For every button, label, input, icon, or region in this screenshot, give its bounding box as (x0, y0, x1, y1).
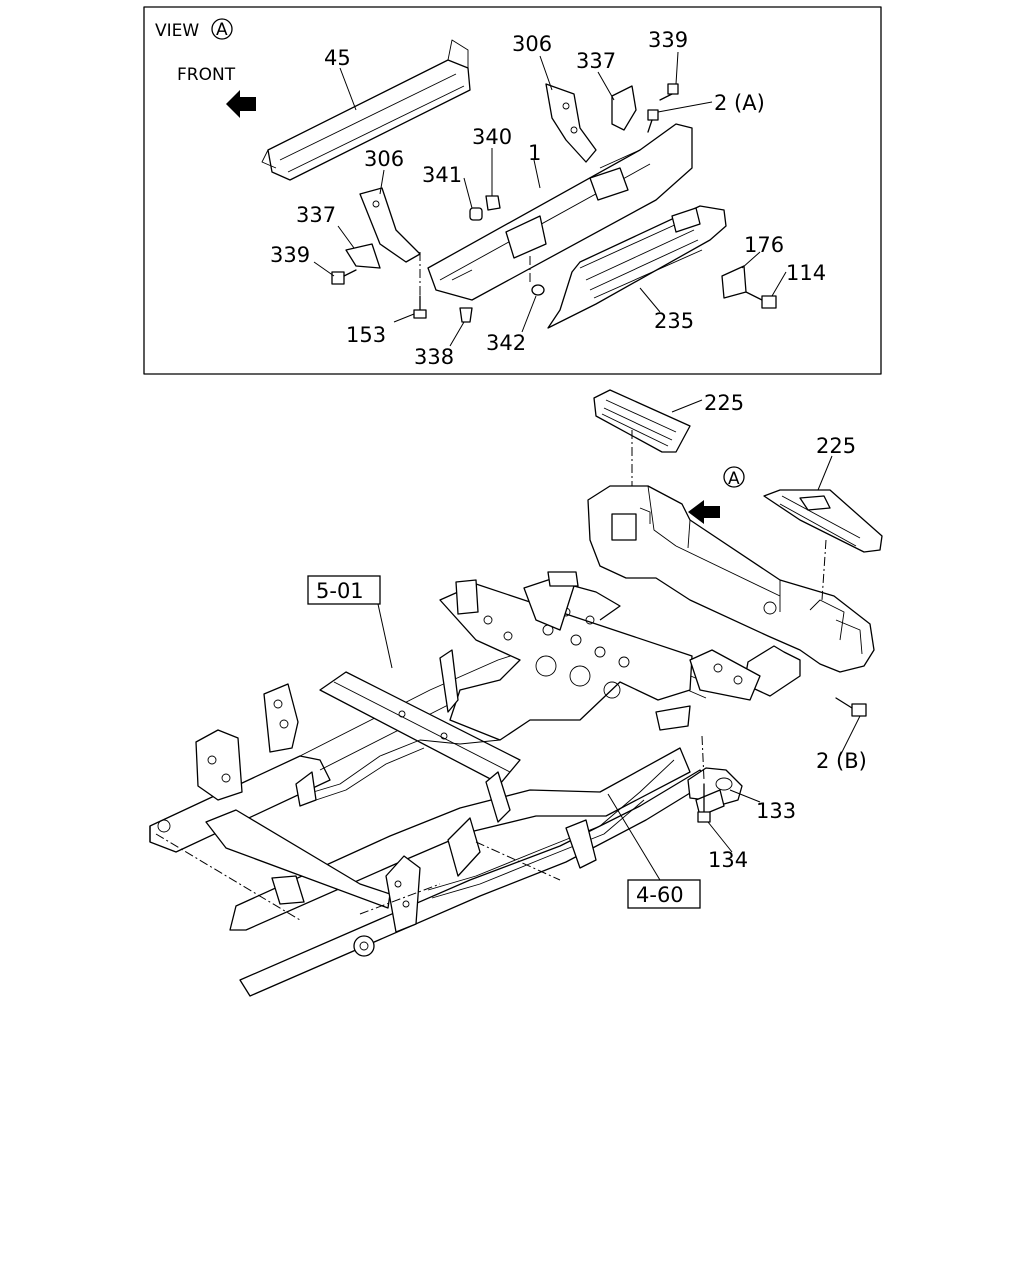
callout-338: 338 (414, 345, 454, 369)
callout-134: 134 (708, 848, 748, 872)
callout-340: 340 (472, 125, 512, 149)
part-153-bolt (413, 295, 427, 319)
ref-box-5-01 (307, 575, 381, 605)
part-339-bolt-upper (659, 83, 679, 101)
part-342-plug (531, 284, 545, 296)
callout-341: 341 (422, 163, 462, 187)
part-337-clip-upper (611, 85, 637, 131)
main-leader-lines (155, 399, 861, 921)
view-a-arrow-icon (688, 500, 720, 524)
callout-339-upper: 339 (648, 28, 688, 52)
part-114-bolt (745, 291, 777, 309)
view-title-marker: A (216, 20, 228, 40)
part-340-clip (485, 195, 501, 211)
callout-45: 45 (324, 46, 351, 70)
ref-box-4-60 (627, 879, 701, 909)
front-label: FRONT (177, 65, 236, 85)
callout-2a: 2 (A) (714, 91, 765, 115)
leaf-spring-left (295, 739, 501, 807)
part-338-fastener (459, 307, 473, 323)
view-a-arrow: A (688, 466, 745, 524)
callout-337-lower: 337 (296, 203, 336, 227)
frame-rear-cross (655, 649, 761, 731)
callout-133: 133 (756, 799, 796, 823)
part-235-step-pad (547, 205, 727, 329)
callout-235: 235 (654, 309, 694, 333)
part-rear-bumper-assembly (587, 485, 875, 673)
ref-label-4-60: 4-60 (636, 883, 684, 907)
frame-cross-member (319, 571, 693, 785)
part-176-nut-plate (721, 265, 747, 299)
part-1-rear-bumper (427, 123, 693, 301)
front-arrow-icon (226, 90, 256, 118)
part-45-step-rail (261, 39, 471, 181)
part-339-bolt-lower (331, 269, 357, 285)
callout-1: 1 (528, 141, 541, 165)
part-2b-bolt (835, 697, 867, 717)
view-title: VIEW (155, 21, 199, 41)
shock-absorbers (439, 649, 511, 823)
callout-306-upper: 306 (512, 32, 552, 56)
callout-225-upper: 225 (704, 391, 744, 415)
part-341-nut (469, 207, 483, 221)
part-337-clip-lower (345, 243, 381, 269)
frame-front-section (157, 683, 391, 957)
inset-leader-lines (313, 51, 787, 347)
part-133-tow-hook (687, 767, 743, 817)
view-a-arrow-marker: A (728, 469, 740, 489)
callout-176: 176 (744, 233, 784, 257)
part-134-bolt (697, 783, 711, 823)
callout-2b: 2 (B) (816, 749, 867, 773)
part-306-bracket-upper (545, 83, 597, 163)
callout-339-lower: 339 (270, 243, 310, 267)
callout-337-upper: 337 (576, 49, 616, 73)
callout-114: 114 (786, 261, 826, 285)
leaf-spring-right (385, 759, 675, 933)
view-title-circle (211, 18, 233, 40)
callout-225-right: 225 (816, 434, 856, 458)
ref-label-5-01: 5-01 (316, 579, 364, 603)
callout-306-lower: 306 (364, 147, 404, 171)
part-225-step-pad-right (763, 489, 883, 553)
callout-153: 153 (346, 323, 386, 347)
callout-342: 342 (486, 331, 526, 355)
view-a-frame (143, 6, 882, 375)
part-225-step-pad-upper (593, 389, 691, 453)
part-2a-bolt (647, 109, 659, 133)
